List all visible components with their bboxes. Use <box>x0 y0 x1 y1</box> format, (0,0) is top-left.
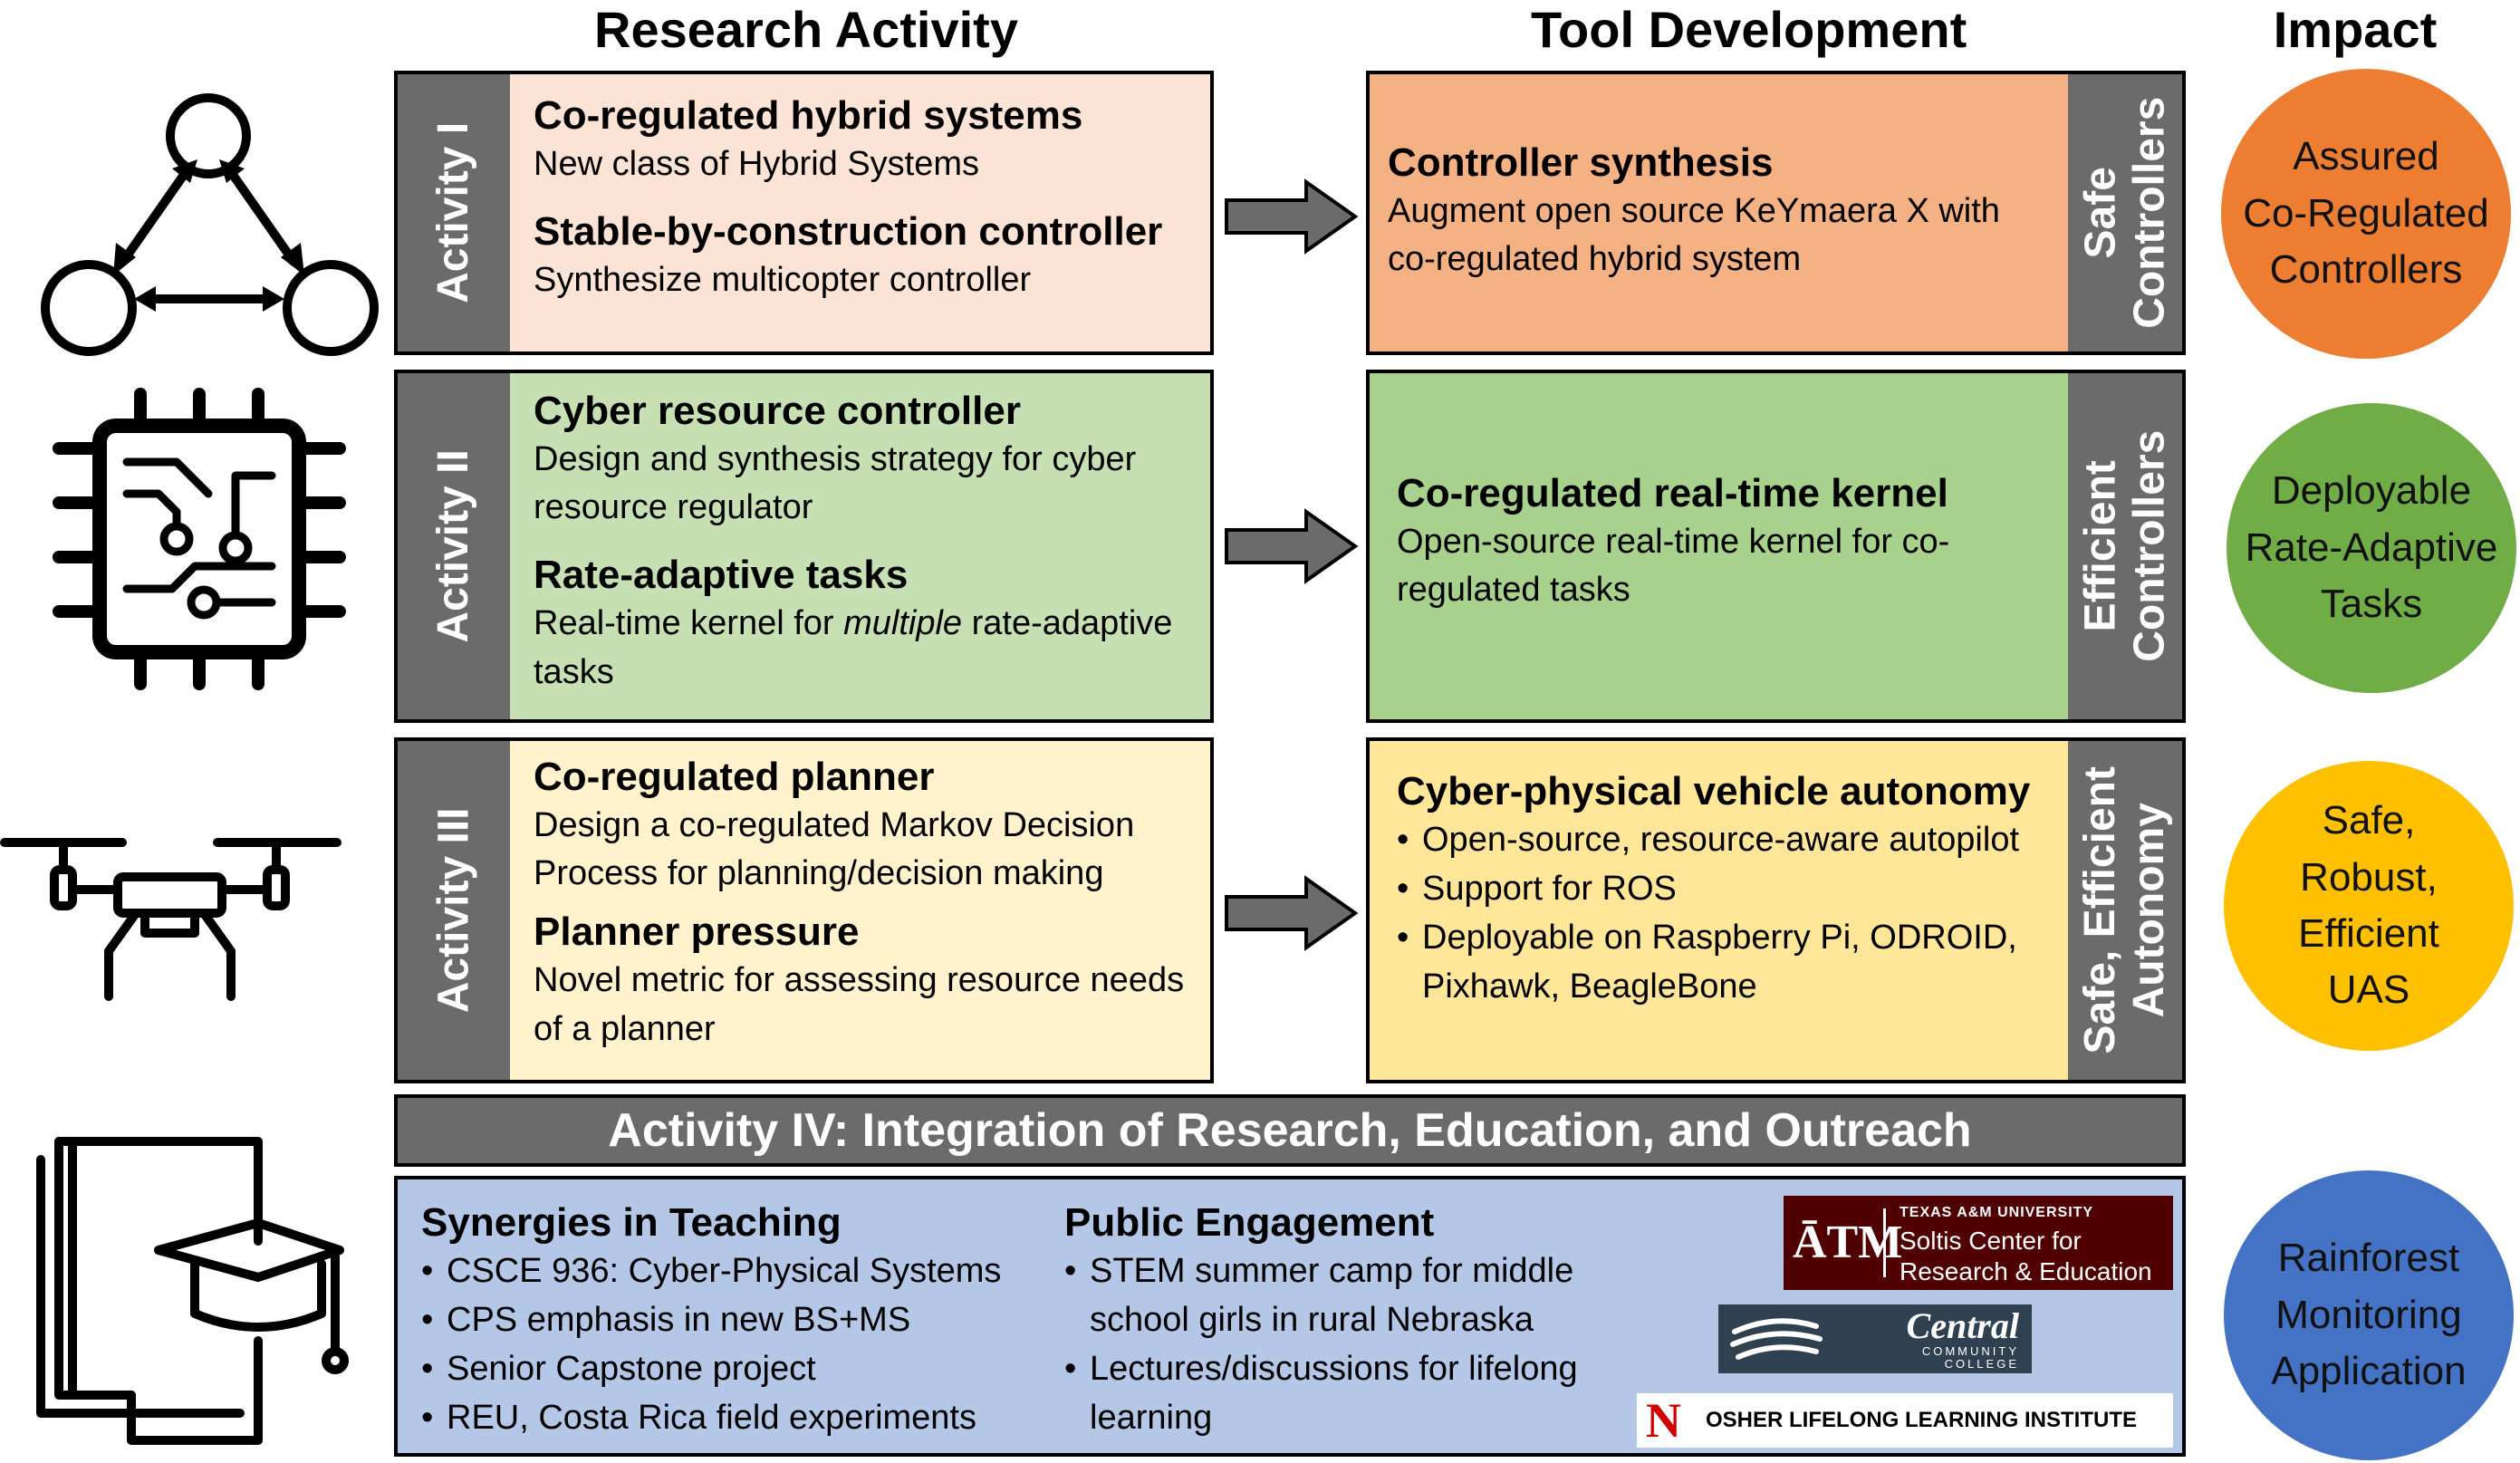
list-item: Senior Capstone project <box>421 1345 1055 1394</box>
activity-1-tool-box: Controller synthesis Augment open source… <box>1366 71 2186 355</box>
central-name: Central <box>1906 1305 2019 1346</box>
impact-header: Impact <box>2273 1 2438 58</box>
list-item: REU, Costa Rica field experiments <box>421 1394 1055 1443</box>
osher-name: OSHER LIFELONG LEARNING INSTITUTE <box>1706 1408 2138 1432</box>
activity-2-item-1-desc: Design and synthesis strategy for cyber … <box>534 440 1137 527</box>
osher-institute-logo: N OSHER LIFELONG LEARNING INSTITUTE <box>1637 1393 2173 1448</box>
list-item: CSCE 936: Cyber-Physical Systems <box>421 1247 1055 1296</box>
teaching-title: Synergies in Teaching <box>421 1200 842 1245</box>
list-item: STEM summer camp for middle school girls… <box>1064 1247 1608 1345</box>
activity-3-item-2-title: Planner pressure <box>534 910 860 955</box>
activity-1-item-2-desc: Synthesize multicopter controller <box>534 261 1032 300</box>
drone-icon <box>0 838 341 1001</box>
activity-3-research-box: Activity III Co-regulated planner Design… <box>394 737 1214 1083</box>
activity-3-item-2-desc: Novel metric for assessing resource need… <box>534 961 1185 1048</box>
list-item: Lectures/discussions for lifelong learni… <box>1064 1345 1608 1443</box>
activity-3-item-1-desc: Design a co-regulated Markov Decision Pr… <box>534 806 1135 893</box>
list-item: Open-source, resource-aware autopilot <box>1397 816 2046 865</box>
activity-2-tool-desc: Open-source real-time kernel for co-regu… <box>1397 523 1950 610</box>
list-item: Deployable on Raspberry Pi, ODROID, Pixh… <box>1397 914 2046 1012</box>
activity-1-tool-title: Controller synthesis <box>1388 140 1774 185</box>
central-swoosh-icon <box>1730 1318 1823 1360</box>
activity-2-item-2-desc: Real-time kernel for multiple rate-adapt… <box>534 604 1173 691</box>
list-item: Support for ROS <box>1397 865 2046 914</box>
activity-2-arrow-icon <box>1225 508 1359 584</box>
activity-3-tool-title: Cyber-physical vehicle autonomy <box>1397 769 2031 813</box>
activity-3-tool-bullets: Open-source, resource-aware autopilot Su… <box>1397 816 2046 1012</box>
tamu-university-text: TEXAS A&M UNIVERSITY <box>1900 1205 2094 1220</box>
tamu-center-line-1: Soltis Center for <box>1900 1227 2082 1255</box>
microchip-icon <box>53 388 346 690</box>
teaching-bullets: CSCE 936: Cyber-Physical Systems CPS emp… <box>421 1247 1055 1443</box>
books-graduation-cap-icon <box>36 1137 349 1445</box>
activity-1-arrow-icon <box>1225 178 1359 255</box>
activity-3-item-1-title: Co-regulated planner <box>534 755 935 799</box>
central-sub-2: COLLEGE <box>1944 1357 2019 1371</box>
activity-2-tool-box: Co-regulated real-time kernel Open-sourc… <box>1366 370 2186 723</box>
list-item: CPS emphasis in new BS+MS <box>421 1296 1055 1345</box>
engagement-bullets: STEM summer camp for middle school girls… <box>1064 1247 1608 1443</box>
central-community-college-logo: Central COMMUNITY COLLEGE <box>1718 1304 2032 1373</box>
state-graph-icon <box>41 93 379 356</box>
activity-1-research-box: Activity I Co-regulated hybrid systems N… <box>394 71 1214 355</box>
activity-2-item-1-title: Cyber resource controller <box>534 389 1021 433</box>
activity-4-box: Synergies in Teaching CSCE 936: Cyber-Ph… <box>394 1176 2186 1457</box>
activity-3-tool-box: Cyber-physical vehicle autonomy Open-sou… <box>1366 737 2186 1083</box>
tool-development-header: Tool Development <box>1531 1 1967 58</box>
activity-1-item-2-title: Stable-by-construction controller <box>534 209 1163 255</box>
activity-2-research-box: Activity II Cyber resource controller De… <box>394 370 1214 723</box>
tamu-soltis-logo: ĀTM TEXAS A&M UNIVERSITY Soltis Center f… <box>1784 1196 2173 1290</box>
tamu-center-line-2: Research & Education <box>1900 1257 2152 1285</box>
tamu-mark: ĀTM <box>1793 1208 1902 1277</box>
activity-1-item-1-desc: New class of Hybrid Systems <box>534 145 980 183</box>
activity-3-arrow-icon <box>1225 875 1359 951</box>
activity-1-label: Activity I <box>398 74 510 351</box>
activity-4-banner: Activity IV: Integration of Research, Ed… <box>394 1094 2186 1167</box>
activity-1-tool-desc: Augment open source KeYmaera X with co-r… <box>1388 192 2000 279</box>
engagement-title: Public Engagement <box>1064 1200 1435 1245</box>
activity-3-label: Activity III <box>398 741 510 1080</box>
activity-2-label: Activity II <box>398 373 510 719</box>
activity-2-item-2-title: Rate-adaptive tasks <box>534 553 909 598</box>
activity-2-tool-title: Co-regulated real-time kernel <box>1397 471 1948 515</box>
research-activity-header: Research Activity <box>594 1 1018 58</box>
central-sub-1: COMMUNITY <box>1921 1344 2019 1358</box>
nebraska-n-mark: N <box>1646 1393 1681 1448</box>
activity-1-item-1-title: Co-regulated hybrid systems <box>534 93 1083 138</box>
